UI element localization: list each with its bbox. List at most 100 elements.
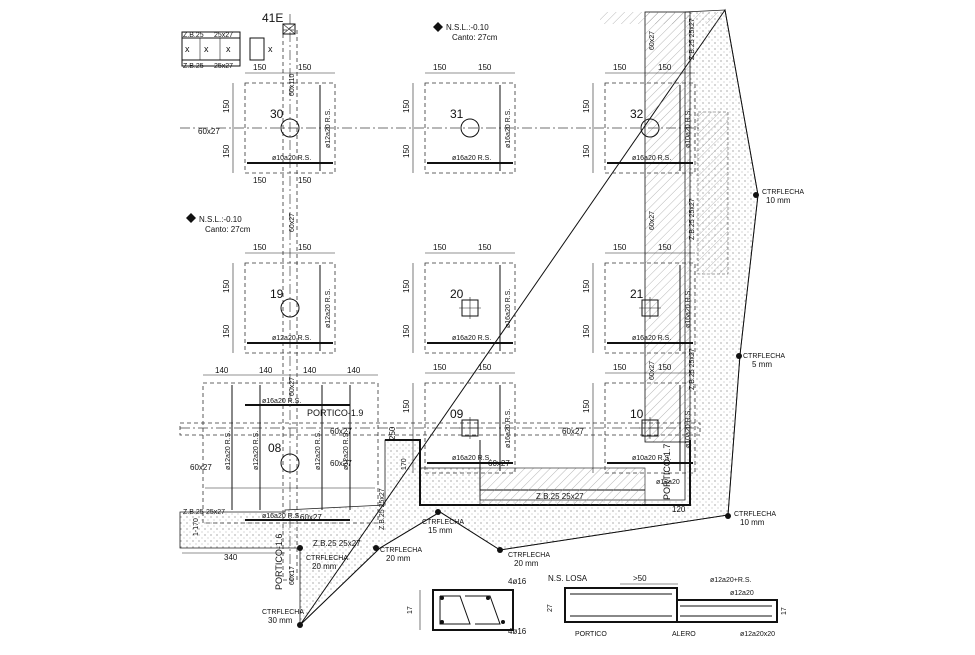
- footing-outline: [604, 262, 696, 354]
- retaining-wall-hatch: [644, 11, 691, 443]
- beam-label-60x17: 60x17: [289, 566, 296, 585]
- footing-outline: [244, 262, 336, 354]
- level-marker-2: N.S.L.:-0.10 Canto: 27cm: [186, 213, 251, 234]
- ctr-marker-3: CTRFLECHA 10 mm: [725, 511, 776, 527]
- svg-text:PORTICO: PORTICO: [575, 631, 607, 638]
- svg-text:N.S.L.:-0.10: N.S.L.:-0.10: [199, 215, 242, 224]
- dim-side-label: 150: [222, 279, 231, 293]
- svg-text:N.S.L.:-0.10: N.S.L.:-0.10: [446, 23, 489, 32]
- zb-label-8: 25x27: [206, 509, 225, 516]
- top-hatch: [600, 12, 720, 24]
- svg-text:30 mm: 30 mm: [268, 616, 293, 625]
- svg-text:5 mm: 5 mm: [752, 360, 772, 369]
- zb-label-9: Z.B.25 25x27: [689, 18, 696, 60]
- dim-top-label: 150: [253, 63, 267, 72]
- dim-top-label: 150: [298, 243, 312, 252]
- zb-label-5: Z.B.25: [183, 63, 204, 70]
- svg-text:27: 27: [547, 604, 554, 612]
- svg-text:CTRFLECHA: CTRFLECHA: [743, 353, 785, 360]
- rebar-label-h: ø10a20 R.S.: [632, 455, 671, 462]
- dim-bottom-label: 150: [298, 176, 312, 185]
- rebar-label-extra: ø12a20: [656, 479, 680, 486]
- dim-side-label: 150: [222, 324, 231, 338]
- svg-text:4ø16: 4ø16: [508, 577, 527, 586]
- portico-19-label: PORTICO-1.9: [307, 408, 363, 418]
- svg-text:CTRFLECHA: CTRFLECHA: [306, 555, 348, 562]
- column-circle: [280, 298, 300, 318]
- footings-layer: 30 ø10a20 R.S. ø12a20 R.S. 150 150 150 150 150 1…: [215, 63, 696, 520]
- ctr-marker-6: CTRFLECHA 20 mm: [373, 545, 422, 563]
- dim-top-label: 150: [613, 63, 627, 72]
- rebar-label-h: ø16a20 R.S.: [452, 455, 491, 462]
- dim-side-label: 150: [402, 279, 411, 293]
- rebar-label-h: ø16a20 R.S.: [452, 155, 491, 162]
- zb-label-4: 25x27: [214, 32, 233, 39]
- footing-outline: [424, 262, 516, 354]
- svg-text:x: x: [226, 44, 231, 54]
- dim-side-label: 150: [402, 399, 411, 413]
- dim-top-label: 150: [613, 363, 627, 372]
- footing-outline: [424, 382, 516, 474]
- dim-top-label: 150: [298, 63, 312, 72]
- svg-text:CTRFLECHA: CTRFLECHA: [380, 547, 422, 554]
- svg-text:CTRFLECHA: CTRFLECHA: [262, 609, 304, 616]
- rebar-label-h: ø16a20 R.S.: [632, 335, 671, 342]
- dim-top-label: 150: [658, 243, 672, 252]
- rebar-label-h2: ø16a20 R.S.: [262, 513, 301, 520]
- grid-41e-label: 41E: [262, 11, 283, 25]
- u-beam-fill: [479, 467, 646, 506]
- beam-label-4: 60x27: [330, 459, 352, 468]
- footing-id: 30: [270, 107, 284, 121]
- zb-label-7: Z.B.25: [183, 509, 204, 516]
- svg-text:ALERO: ALERO: [672, 631, 696, 638]
- rebar-label-h: ø16a20 R.S.: [262, 398, 301, 405]
- svg-text:20 mm: 20 mm: [312, 562, 337, 571]
- dim-top-label: 150: [253, 243, 267, 252]
- footing-outline: [604, 382, 696, 474]
- svg-text:>50: >50: [633, 574, 647, 583]
- dim-side-label: 150: [582, 144, 591, 158]
- rebar-label-h: ø16a20 R.S.: [632, 155, 671, 162]
- rebar-label-v: ø12a20 R.S.: [225, 431, 232, 470]
- svg-text:Canto: 27cm: Canto: 27cm: [205, 225, 251, 234]
- dim-top-label: 140: [259, 366, 273, 375]
- level-marker-1: N.S.L.:-0.10 Canto: 27cm: [433, 22, 498, 42]
- beam-label-60x110: 60x110: [289, 73, 296, 96]
- zb-label-1: Z.B.25 25x27: [313, 539, 361, 548]
- svg-text:CTRFLECHA: CTRFLECHA: [508, 552, 550, 559]
- dim-top-label: 150: [433, 363, 447, 372]
- footing-outline: [244, 82, 336, 174]
- dim-top-label: 140: [215, 366, 229, 375]
- svg-text:x: x: [185, 44, 190, 54]
- dim-top-label: 150: [478, 363, 492, 372]
- beam-label-5: 60x27: [488, 459, 510, 468]
- svg-text:15 mm: 15 mm: [428, 526, 453, 535]
- svg-text:17: 17: [407, 606, 414, 614]
- beam-label-1: 60x27: [198, 127, 220, 136]
- beam-label-6: 60x27: [562, 427, 584, 436]
- footing-outline: [424, 82, 516, 174]
- beam-detail-topleft: x x x x: [181, 23, 296, 67]
- ctr-marker-8: CTRFLECHA 30 mm: [262, 609, 304, 628]
- dim-side-label: 150: [582, 99, 591, 113]
- portico-16-label: PORTICO-1.6: [274, 534, 284, 590]
- svg-text:10 mm: 10 mm: [766, 196, 791, 205]
- dim-top-label: 150: [433, 63, 447, 72]
- dim-side-label: 150: [402, 99, 411, 113]
- rebar-label-h: ø10a20 R.S.: [272, 155, 311, 162]
- dim-top-label: 150: [658, 63, 672, 72]
- footing-id: 10: [630, 407, 644, 421]
- ctr-marker-7: CTRFLECHA 20 mm: [297, 545, 348, 571]
- dim-side-label: 150: [402, 324, 411, 338]
- footing-08-group: [202, 374, 379, 524]
- svg-text:CTRFLECHA: CTRFLECHA: [734, 511, 776, 518]
- beam-section: 4ø16 4ø16 17: [407, 577, 527, 636]
